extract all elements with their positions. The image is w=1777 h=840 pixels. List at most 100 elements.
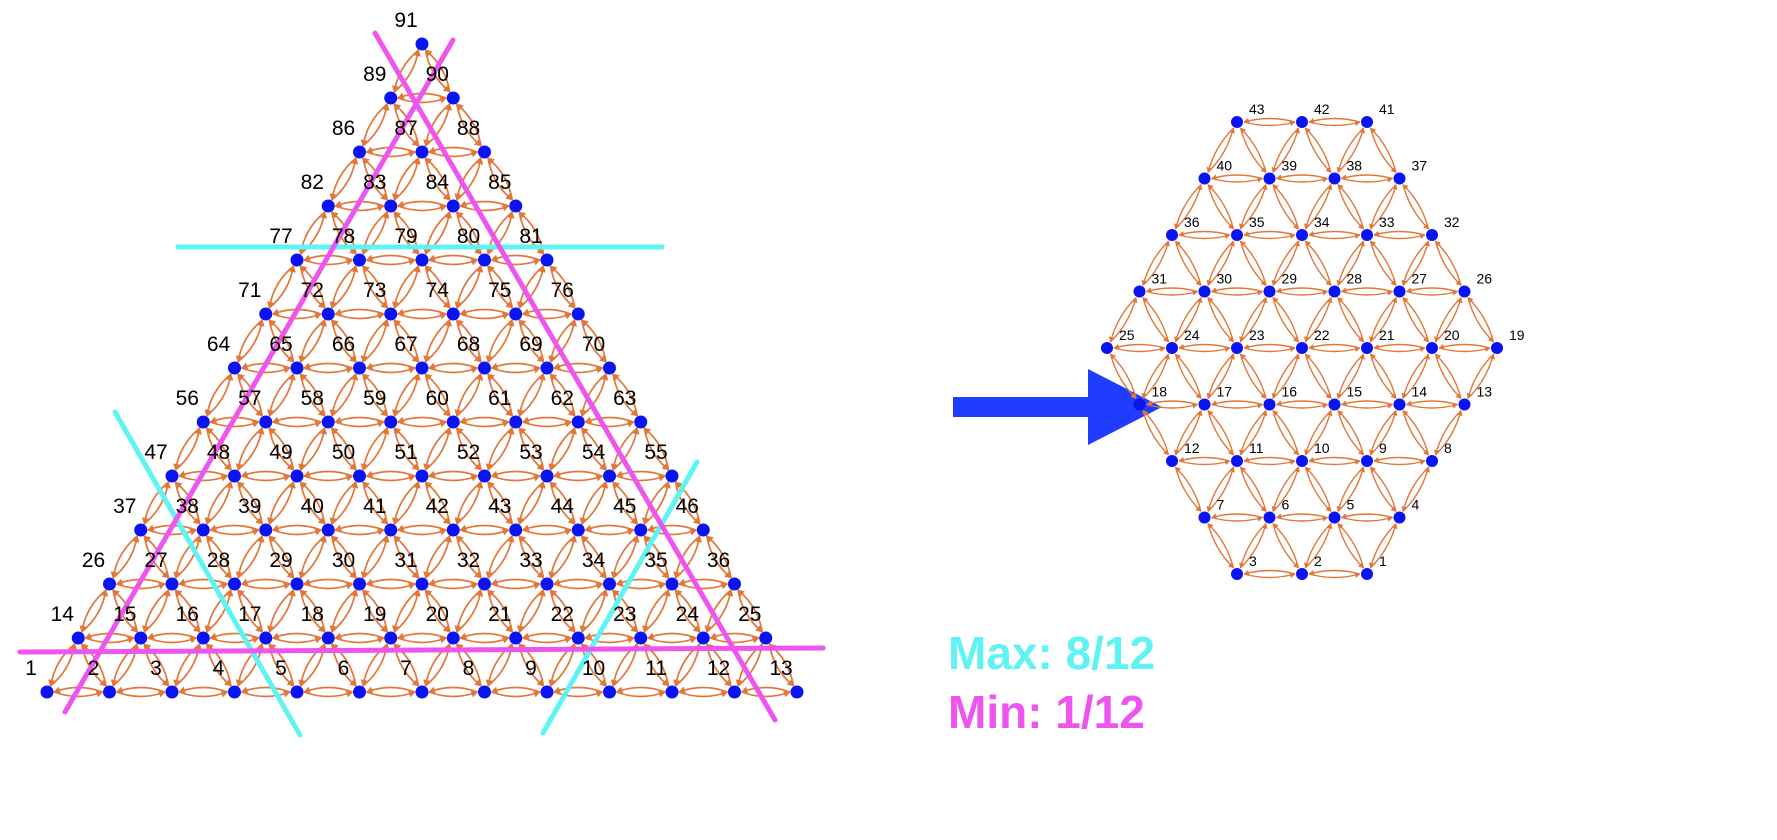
triangle-node-label: 6 [338,657,350,680]
graph-edge [397,528,447,536]
graph-edge [553,578,603,586]
triangle-node-label: 90 [426,63,449,86]
graph-edge [424,481,451,525]
hexagon-node [1361,568,1373,580]
triangle-node [759,631,773,645]
graph-edge [1308,343,1361,350]
graph-edge [178,690,229,698]
triangle-node-label: 83 [363,171,386,194]
hexagon-node-label: 7 [1217,497,1225,513]
graph-edge [1239,240,1267,286]
graph-edge [147,632,197,640]
graph-edge [522,416,572,424]
graph-edge [428,686,478,694]
graph-edge [456,589,484,633]
hexagon-node [1296,229,1308,241]
graph-edge [397,96,447,104]
graph-edge [173,643,201,687]
graph-edge [455,211,482,255]
graph-edge [1239,410,1267,456]
graph-edge [362,265,388,309]
triangle-node-label: 54 [582,441,606,464]
graph-edge [268,643,295,687]
graph-edge [360,535,388,579]
hexagon-node [1296,455,1308,467]
triangle-node-label: 32 [457,549,480,572]
graph-edge [48,643,76,687]
graph-edge [241,690,291,698]
triangle-node-label: 25 [738,603,761,626]
graph-edge [737,589,763,633]
graph-edge [522,308,572,316]
graph-edge [393,373,421,417]
graph-edge [298,211,326,255]
graph-edge [641,481,670,525]
triangle-node-label: 81 [519,225,542,248]
graph-edge [360,319,388,363]
graph-edge [112,535,140,579]
graph-edge [428,690,479,698]
triangle-node [415,253,429,267]
graph-edge [487,319,515,363]
triangle-node-label: 26 [82,549,105,572]
graph-edge [516,589,545,633]
graph-edge [1341,177,1394,183]
graph-edge [584,636,635,644]
graph-edge [365,470,416,478]
graph-edge [428,258,479,266]
graph-edge [487,535,515,579]
graph-edge [53,690,104,698]
graph-edge [1304,466,1332,512]
transform-arrow-head [1088,369,1162,445]
graph-edge [1174,410,1202,456]
hexagon-node [1263,511,1276,524]
graph-edge [329,481,357,525]
graph-edge [1142,297,1170,343]
graph-edge [1142,410,1170,456]
triangle-node-label: 91 [394,9,417,32]
triangle-node-label: 85 [488,171,511,194]
triangle-node-label: 72 [301,279,324,302]
graph-edge [299,427,328,471]
triangle-node [478,361,491,375]
hexagon-node-label: 16 [1282,384,1298,400]
triangle-node [478,469,491,483]
graph-edge [1275,513,1328,519]
graph-edge [1243,117,1296,124]
triangle-node [603,469,616,483]
graph-edge [641,589,670,633]
graph-edge [1145,287,1198,293]
triangle-node [321,523,335,537]
graph-edge [1275,174,1328,180]
triangle-node [446,415,460,429]
graph-edge [397,416,447,424]
graph-edge [334,420,385,428]
hexagon-node [1296,116,1308,128]
hexagon-node-label: 4 [1412,497,1420,513]
triangle-node [228,577,241,591]
graph-edge [580,535,607,579]
graph-edge [1243,456,1296,463]
cut-line [112,409,303,738]
hexagon-node [1361,342,1373,354]
graph-edge [1243,459,1296,466]
graph-edge [1337,523,1365,569]
graph-edge [1304,523,1332,569]
graph-edge [1239,523,1267,569]
graph-edge [240,686,291,694]
triangle-node-label: 44 [551,495,575,518]
graph-edge [303,258,354,266]
graph-edge [1174,466,1202,512]
triangle-node [634,415,648,429]
triangle-node-label: 55 [644,441,667,464]
graph-edge [272,312,322,320]
graph-edge [553,686,603,694]
graph-edge [241,474,291,482]
graph-edge [365,578,416,586]
hexagon-node-label: 29 [1282,271,1298,287]
triangle-node [478,253,491,267]
graph-edge [485,643,513,687]
graph-edge [424,427,453,471]
triangle-node-label: 47 [144,441,167,464]
graph-edge [487,481,513,525]
